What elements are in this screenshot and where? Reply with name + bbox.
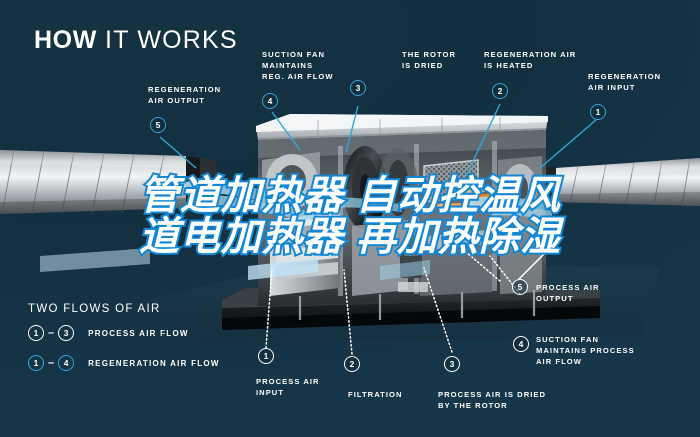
legend-row-regeneration-air: 1 – 4 REGENERATION AIR FLOW — [28, 355, 220, 371]
callout-label-suction-fan-process: SUCTION FAN MAINTAINS PROCESS AIR FLOW — [536, 335, 635, 367]
page-title-bold: HOW — [34, 26, 97, 54]
marker-top-3[interactable]: 3 — [350, 80, 366, 96]
callout-label-process-air-dried-by-rotor: PROCESS AIR IS DRIED BY THE ROTOR — [438, 390, 547, 411]
callout-label-rotor-is-dried: THE ROTOR IS DRIED — [402, 50, 457, 71]
page-title-light: IT WORKS — [96, 26, 238, 54]
legend-marker-process-to: 3 — [58, 325, 75, 341]
marker-bottom-3[interactable]: 3 — [444, 356, 460, 372]
marker-bottom-1[interactable]: 1 — [258, 348, 274, 364]
callout-label-regeneration-air-input: REGENERATION AIR INPUT — [588, 72, 662, 93]
machine-interior-cutaway — [258, 130, 546, 320]
regeneration-output-duct — [0, 149, 216, 215]
marker-bottom-5[interactable]: 5 — [512, 279, 528, 295]
callout-label-process-air-input: PROCESS AIR INPUT — [256, 377, 320, 398]
legend-title: TWO FLOWS OF AIR — [28, 303, 161, 315]
legend-dash-process: – — [48, 326, 55, 339]
marker-top-5[interactable]: 5 — [150, 117, 166, 133]
callout-label-regeneration-air-output: REGENERATION AIR OUTPUT — [148, 85, 222, 106]
marker-top-4[interactable]: 4 — [262, 93, 278, 109]
legend-row-process-air: 1 – 3 PROCESS AIR FLOW — [28, 325, 189, 341]
callout-label-regeneration-air-heated: REGENERATION AIR IS HEATED — [484, 50, 577, 71]
callout-label-filtration: FILTRATION — [348, 390, 403, 399]
marker-bottom-2[interactable]: 2 — [344, 356, 360, 372]
callout-label-suction-fan-regeneration: SUCTION FAN MAINTAINS REG. AIR FLOW — [262, 50, 334, 82]
legend-dash-regeneration: – — [48, 356, 55, 369]
leader-lines-top — [159, 103, 597, 177]
marker-top-2[interactable]: 2 — [492, 83, 508, 99]
callout-label-process-air-output: PROCESS AIR OUTPUT — [536, 283, 600, 304]
legend-label-regeneration-air-flow: REGENERATION AIR FLOW — [88, 358, 220, 368]
leader-line-process-output — [517, 249, 549, 281]
airflow-arrows — [40, 180, 552, 280]
desiccant-rotor — [343, 146, 418, 230]
legend-marker-regeneration-to: 4 — [58, 355, 75, 371]
page-title: HOW IT WORKS — [34, 26, 238, 55]
regeneration-input-duct — [540, 157, 700, 207]
legend-label-process-air-flow: PROCESS AIR FLOW — [88, 328, 189, 338]
legend-marker-regeneration-from: 1 — [28, 355, 44, 371]
legend-marker-process-from: 1 — [28, 325, 44, 341]
marker-bottom-4[interactable]: 4 — [513, 336, 529, 352]
marker-top-1[interactable]: 1 — [590, 104, 606, 120]
